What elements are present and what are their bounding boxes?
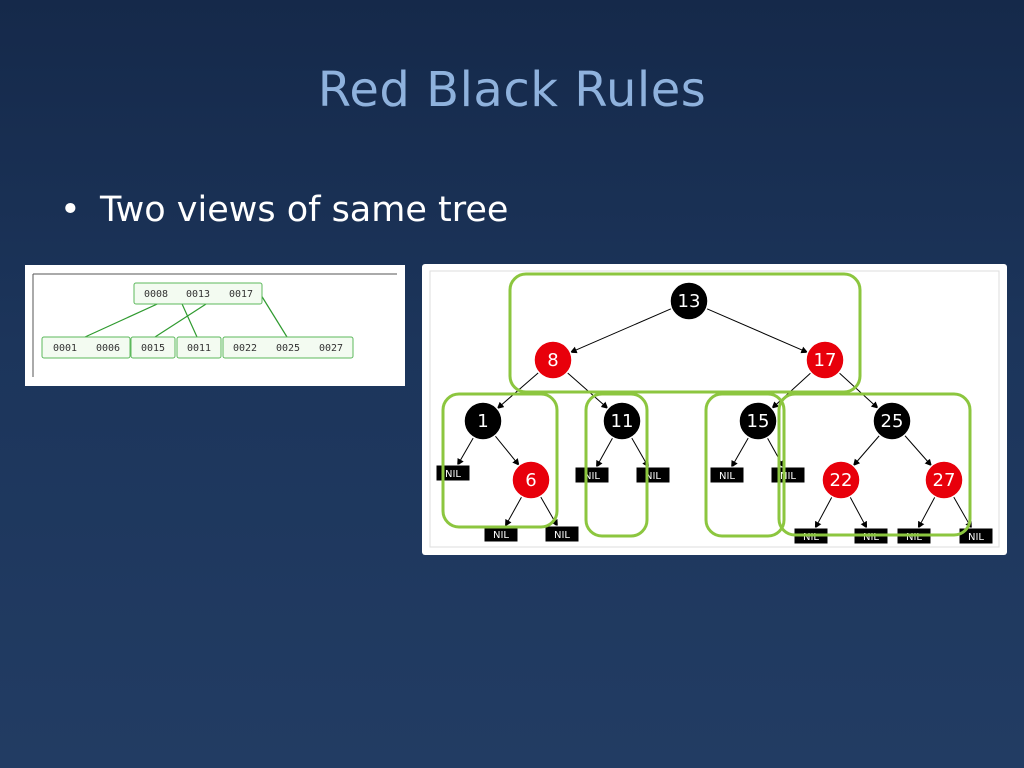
bullet-text: Two views of same tree xyxy=(100,190,509,230)
nil-label: NIL xyxy=(803,532,819,543)
rbtree-edges xyxy=(457,308,972,529)
rbtree-edge xyxy=(852,435,880,467)
rbtree-node-label: 22 xyxy=(830,470,853,491)
btree-leaf-key: 0022 xyxy=(233,343,257,354)
red-node-circle xyxy=(821,460,861,500)
rbtree-node-label: 27 xyxy=(933,470,956,491)
btree-leaf-key: 0011 xyxy=(187,343,211,354)
btree-leaf-key: 0015 xyxy=(141,343,165,354)
rbtree-svg: NIL NIL NIL NIL NIL NIL NIL NIL NIL NIL NIL 13 8 17 1… xyxy=(429,270,1000,548)
nil-label: NIL xyxy=(780,471,796,482)
nil-leaf: NIL xyxy=(958,527,994,545)
nil-label: NIL xyxy=(584,471,600,482)
rbtree-node-groups xyxy=(441,272,972,538)
rbtree-group-outline xyxy=(508,272,862,394)
rbtree-edge xyxy=(457,437,474,466)
rbtree-node-label: 11 xyxy=(611,411,634,432)
rbtree-node-17: 17 xyxy=(805,340,845,380)
rbtree-edge xyxy=(494,435,520,466)
black-node-circle xyxy=(463,401,503,441)
btree-leaf-node: 0001 0006 xyxy=(41,336,131,359)
rbtree-group-outline xyxy=(441,392,559,529)
rbtree-node-label: 1 xyxy=(477,411,488,432)
rbtree-edge xyxy=(814,496,833,529)
btree-leaf-node: 0022 0025 0027 xyxy=(222,336,354,359)
rbtree-node-11: 11 xyxy=(602,401,642,441)
nil-leaf: NIL xyxy=(635,466,671,484)
rbtree-node-6: 6 xyxy=(511,460,551,500)
rbtree-node-label: 6 xyxy=(525,470,536,491)
rbtree-node-15: 15 xyxy=(738,401,778,441)
rbtree-edge xyxy=(904,434,932,467)
btree-diagram: 0008 0013 0017 0001 0006 0015 0011 xyxy=(25,265,405,386)
nil-leaf: NIL xyxy=(544,525,580,543)
nil-label: NIL xyxy=(968,532,984,543)
rbtree-group-outline xyxy=(777,392,972,537)
rbtree-node-label: 13 xyxy=(678,291,701,312)
rbtree-group-outline xyxy=(584,392,649,538)
red-black-tree-diagram: NIL NIL NIL NIL NIL NIL NIL NIL NIL NIL NIL 13 8 17 1… xyxy=(422,264,1007,555)
nil-label: NIL xyxy=(445,469,461,480)
rbtree-node-27: 27 xyxy=(924,460,964,500)
nil-label: NIL xyxy=(863,532,879,543)
nil-label: NIL xyxy=(906,532,922,543)
rbtree-edge xyxy=(731,437,749,468)
rbtree-node-label: 15 xyxy=(747,411,770,432)
rbtree-edge xyxy=(540,496,558,527)
btree-leaf-key: 0001 xyxy=(53,343,77,354)
rbtree-node-label: 8 xyxy=(547,350,558,371)
nil-label: NIL xyxy=(493,530,509,541)
btree-root-key: 0013 xyxy=(186,289,210,300)
rbtree-node-25: 25 xyxy=(872,401,912,441)
btree-leaf-node: 0011 xyxy=(176,336,222,359)
rbtree-group-outline xyxy=(704,392,786,538)
rbtree-node-8: 8 xyxy=(533,340,573,380)
rbtree-node-13: 13 xyxy=(669,281,709,321)
black-node-circle xyxy=(669,281,709,321)
red-node-circle xyxy=(805,340,845,380)
btree-root-key: 0008 xyxy=(144,289,168,300)
black-node-circle xyxy=(872,401,912,441)
nil-leaf: NIL xyxy=(709,466,745,484)
rbtree-node-1: 1 xyxy=(463,401,503,441)
black-node-circle xyxy=(602,401,642,441)
rbtree-edge xyxy=(838,372,879,409)
btree-leaf-node: 0015 xyxy=(130,336,176,359)
btree-svg: 0008 0013 0017 0001 0006 0015 0011 xyxy=(32,273,397,377)
red-node-circle xyxy=(924,460,964,500)
rbtree-node-22: 22 xyxy=(821,460,861,500)
rbtree-edge xyxy=(504,496,523,527)
nil-label: NIL xyxy=(554,530,570,541)
rbtree-edge xyxy=(849,496,868,529)
rbtree-edge xyxy=(766,437,785,468)
btree-link xyxy=(260,294,288,338)
nil-label: NIL xyxy=(645,471,661,482)
rbtree-edge xyxy=(569,308,672,354)
bullet-item: • Two views of same tree xyxy=(60,190,508,230)
rbtree-edge xyxy=(706,308,809,354)
nil-leaf: NIL xyxy=(770,466,806,484)
red-node-circle xyxy=(533,340,573,380)
btree-root-node: 0008 0013 0017 xyxy=(133,282,263,305)
black-node-circle xyxy=(738,401,778,441)
btree-leaf-key: 0027 xyxy=(319,343,343,354)
rbtree-node-label: 25 xyxy=(881,411,904,432)
bullet-symbol: • xyxy=(60,190,81,230)
btree-leaf-key: 0025 xyxy=(276,343,300,354)
btree-root-key: 0017 xyxy=(229,289,253,300)
slide-title: Red Black Rules xyxy=(317,62,707,118)
nil-label: NIL xyxy=(719,471,735,482)
btree-leaf-key: 0006 xyxy=(96,343,120,354)
nil-leaf: NIL xyxy=(574,466,610,484)
rbtree-frame xyxy=(429,270,1000,548)
rbtree-edge xyxy=(917,496,936,529)
rbtree-edge xyxy=(595,437,614,468)
red-node-circle xyxy=(511,460,551,500)
nil-leaf: NIL xyxy=(435,464,471,482)
rbtree-node-label: 17 xyxy=(814,350,837,371)
